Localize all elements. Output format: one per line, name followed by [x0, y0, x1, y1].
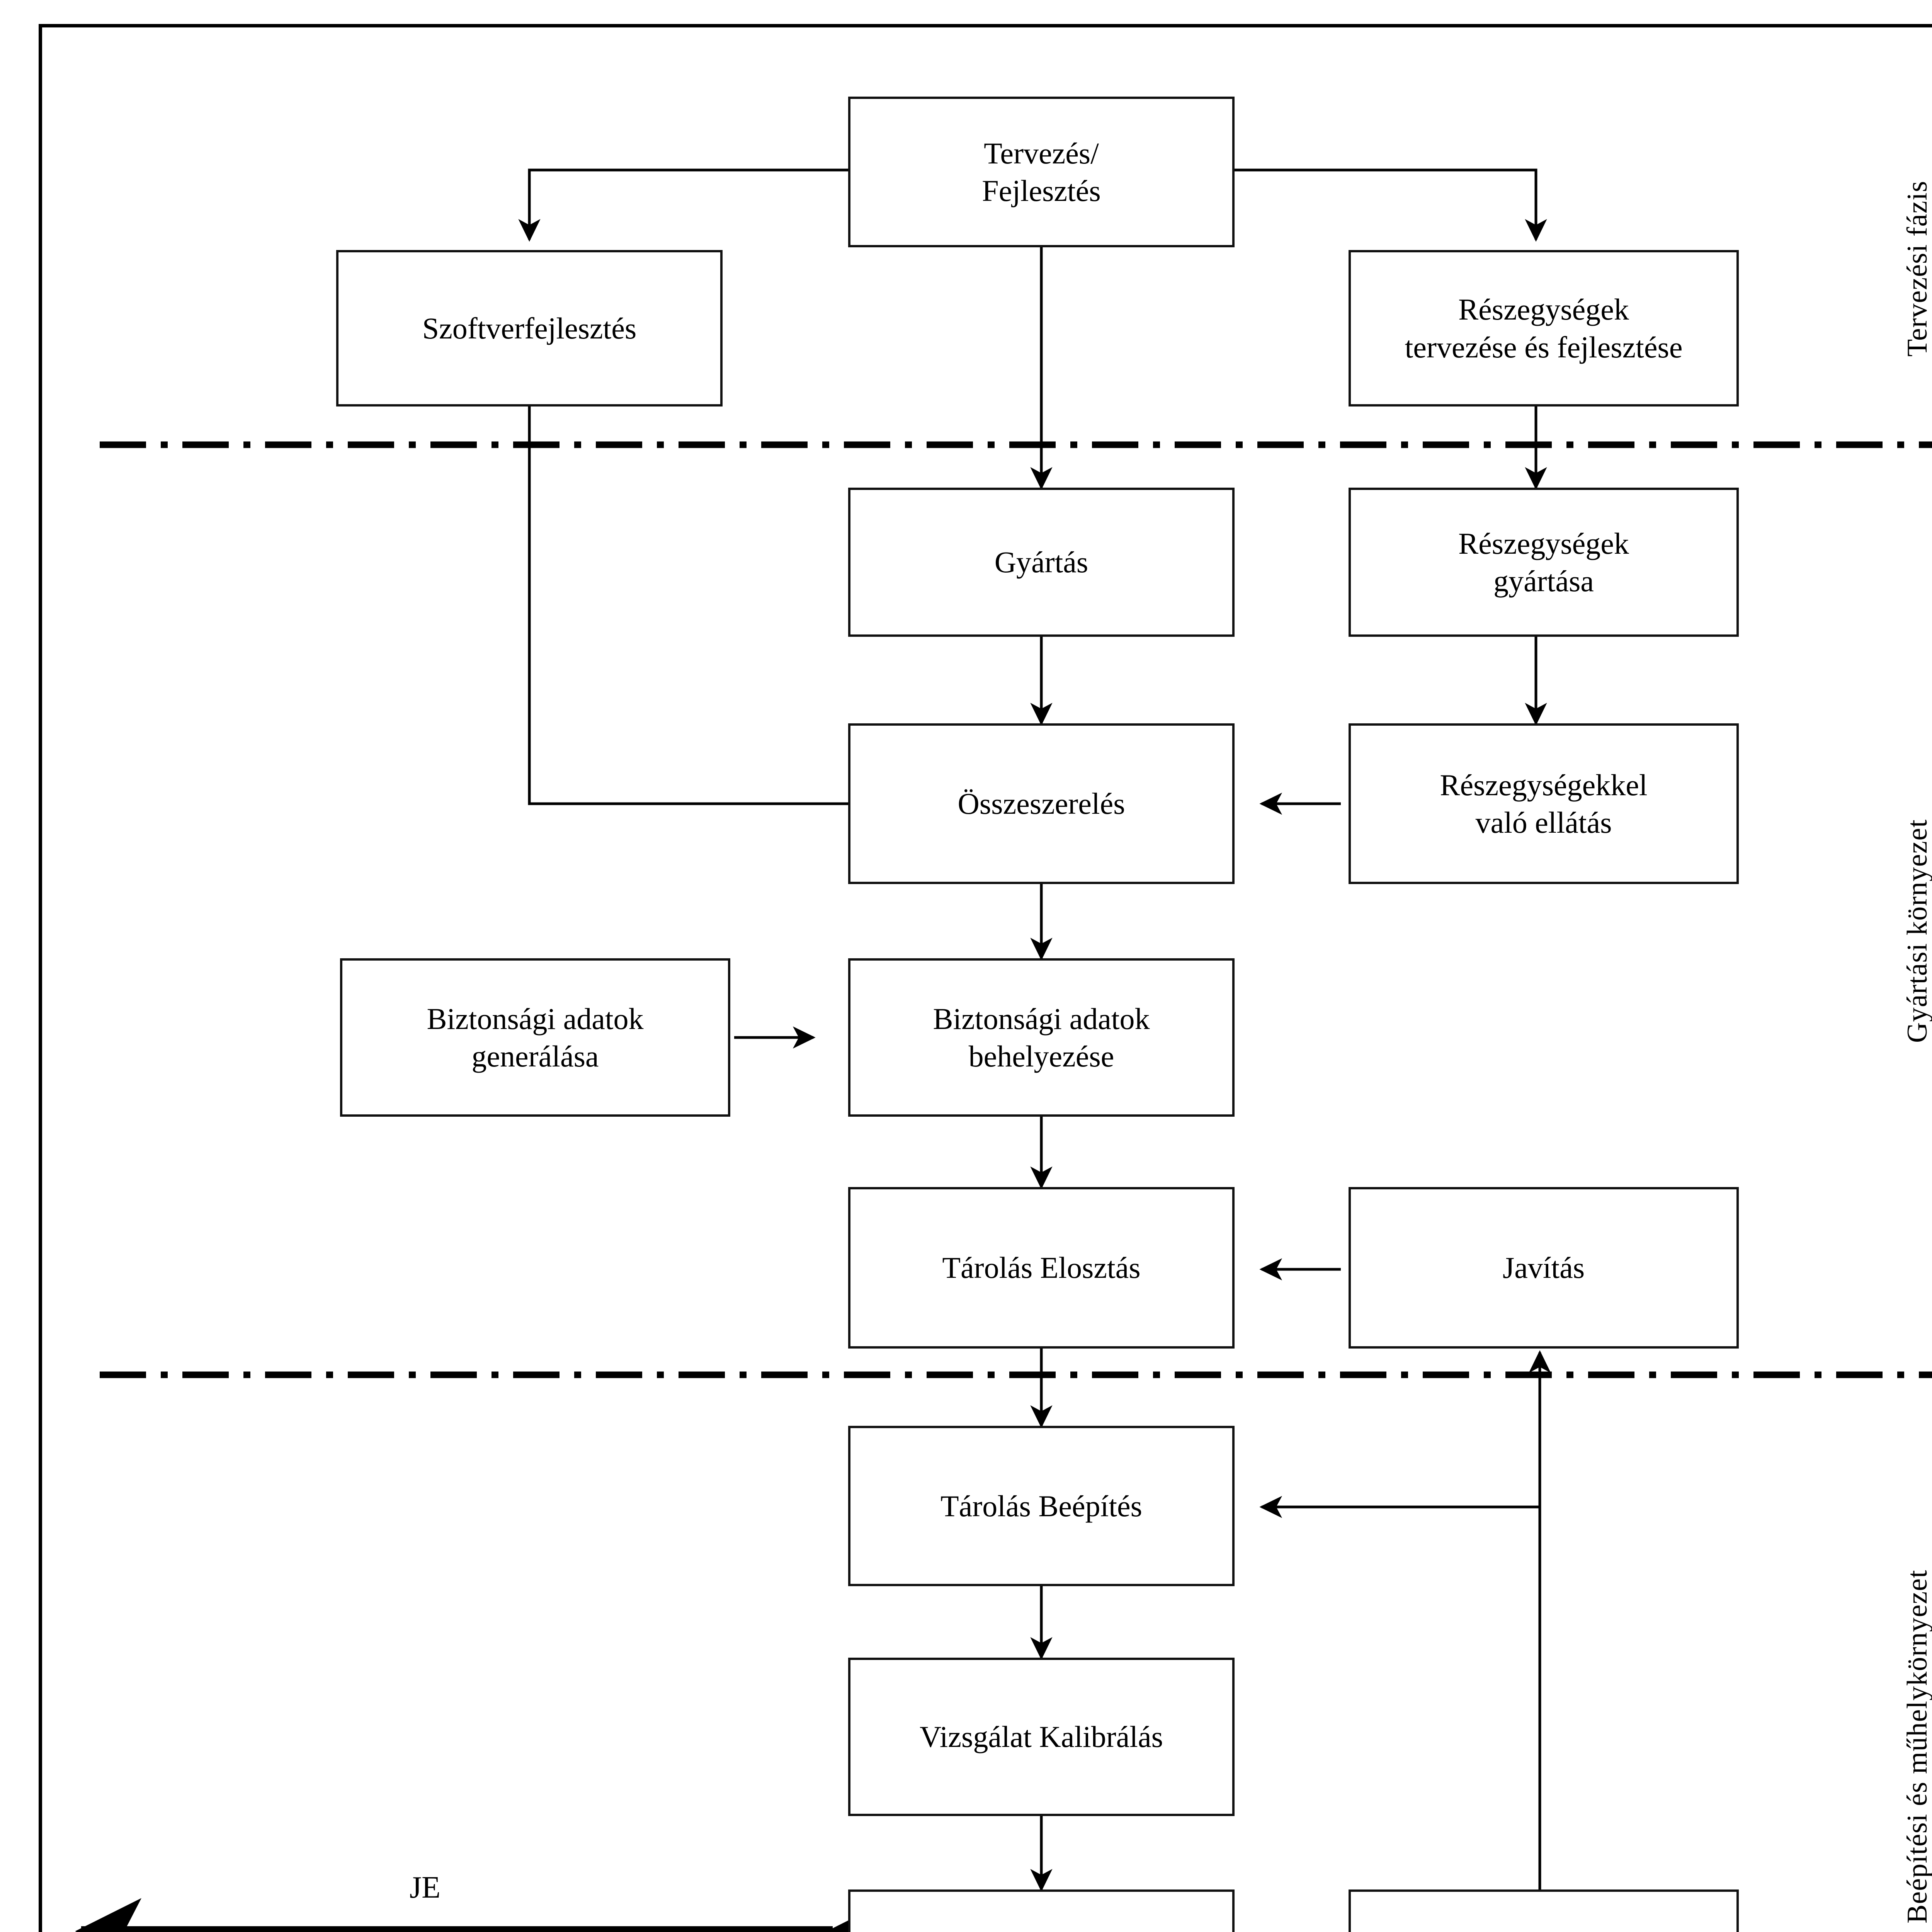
node-label: Vizsgálat Kalibrálás	[920, 1720, 1163, 1754]
annotation-je-text: JE	[410, 1871, 440, 1905]
node-tervezes-fejlesztes[interactable]: Tervezés/ Fejlesztés	[848, 97, 1235, 247]
annotation-je: JE	[410, 1870, 440, 1905]
node-vizsgalat-kalibralas[interactable]: Vizsgálat Kalibrálás	[848, 1658, 1235, 1816]
node-reszegysegek-tervezese-fejlesztese[interactable]: Részegységek tervezése és fejlesztése	[1349, 250, 1739, 406]
node-label: Javítás	[1502, 1251, 1585, 1285]
node-label-line2: való ellátás	[1475, 806, 1612, 839]
node-label-line1: Biztonsági adatok	[933, 1002, 1150, 1036]
node-label-line2: gyártása	[1493, 564, 1594, 598]
node-label: Összeszerelés	[957, 787, 1125, 821]
node-label: Szoftverfejlesztés	[422, 311, 637, 345]
node-javitas-also[interactable]: Javítás	[1349, 1889, 1739, 1932]
node-label: Tárolás Elosztás	[942, 1251, 1141, 1285]
node-tarolas-beepites[interactable]: Tárolás Beépítés	[848, 1426, 1235, 1586]
node-label-line1: Részegységek	[1458, 526, 1629, 560]
node-label-line2: Fejlesztés	[982, 174, 1101, 207]
node-label-line1: Tervezés/	[984, 136, 1099, 170]
node-reszegysegekkel-valo-ellatas[interactable]: Részegységekkel való ellátás	[1349, 723, 1739, 884]
node-biztonsagi-adatok-generalasa[interactable]: Biztonsági adatok generálása	[340, 958, 730, 1117]
phase-label-gyartasi-kornyezet: Gyártási környezet	[1901, 819, 1932, 1043]
node-label: Tárolás Beépítés	[940, 1489, 1142, 1523]
node-label-line1: Részegységek	[1458, 293, 1629, 326]
node-label: Gyártás	[994, 545, 1088, 579]
node-label-line2: generálása	[471, 1039, 599, 1073]
node-reszegysegek-gyartasa[interactable]: Részegységek gyártása	[1349, 488, 1739, 637]
node-label-line2: behelyezése	[968, 1039, 1114, 1073]
phase-label-beepitesi-es-muhelykornyezet: Beépítési és műhelykörnyezet	[1901, 1570, 1932, 1923]
node-label-line1: Részegységekkel	[1440, 768, 1648, 802]
node-biztonsagi-adatok-behelyezese[interactable]: Biztonsági adatok behelyezése	[848, 958, 1235, 1117]
node-label-line2: tervezése és fejlesztése	[1405, 330, 1683, 364]
node-osszeszereles[interactable]: Összeszerelés	[848, 723, 1235, 884]
node-label-line1: Biztonsági adatok	[427, 1002, 644, 1036]
node-tarolas-elosztas[interactable]: Tárolás Elosztás	[848, 1187, 1235, 1349]
node-mukodes[interactable]: Működés	[848, 1889, 1235, 1932]
node-gyartas[interactable]: Gyártás	[848, 488, 1235, 637]
node-szoftverfejlesztes[interactable]: Szoftverfejlesztés	[336, 250, 723, 406]
phase-label-tervezesi-fazis: Tervezési fázis	[1901, 180, 1932, 357]
node-javitas-felso[interactable]: Javítás	[1349, 1187, 1739, 1349]
